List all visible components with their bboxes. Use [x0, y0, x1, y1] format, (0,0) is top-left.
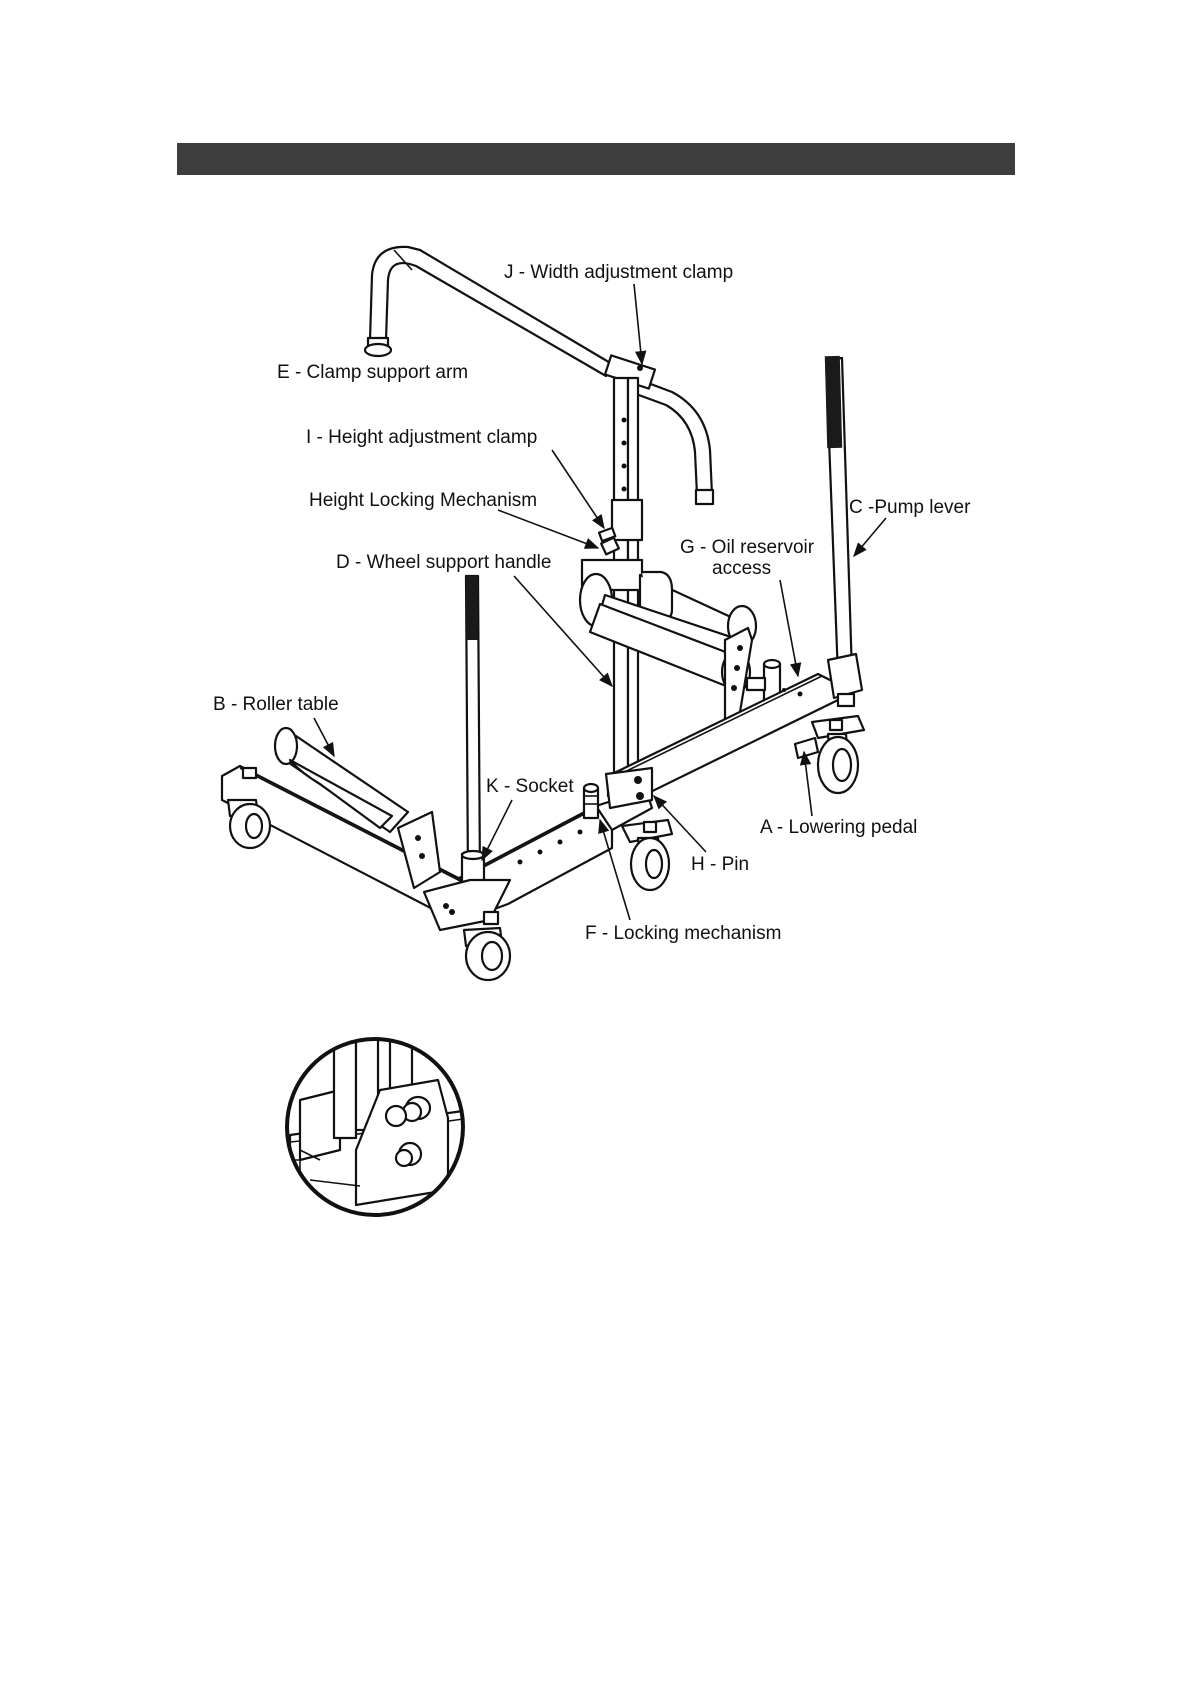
label-lowering-pedal: A - Lowering pedal [760, 817, 917, 838]
label-wheel-support-handle: D - Wheel support handle [336, 552, 551, 573]
wheel-support-handle [462, 576, 484, 884]
clamp-support-arm-right [636, 380, 713, 504]
label-width-adjustment-clamp: J - Width adjustment clamp [504, 262, 733, 283]
front-corner-plate [424, 880, 510, 930]
label-height-adjustment-clamp: I - Height adjustment clamp [306, 427, 537, 448]
socket-post [584, 784, 598, 818]
pump-lever [825, 356, 862, 706]
pin-detail-inset [287, 1030, 470, 1225]
mast-base-bracket [606, 768, 652, 808]
label-socket: K - Socket [486, 776, 574, 797]
label-locking-mechanism: F - Locking mechanism [585, 923, 781, 944]
caster-center [622, 820, 672, 890]
caster-front-left [464, 928, 510, 980]
label-height-locking-mechanism: Height Locking Mechanism [309, 490, 537, 511]
label-oil-reservoir-line2: access [712, 558, 771, 579]
label-pin: H - Pin [691, 854, 749, 875]
label-clamp-support-arm: E - Clamp support arm [277, 362, 468, 383]
rear-roller-assembly [580, 560, 756, 720]
label-roller-table: B - Roller table [213, 694, 339, 715]
label-oil-reservoir-line1: G - Oil reservoir [680, 537, 815, 558]
dolly-illustration [222, 247, 864, 980]
caster-right-rear [795, 716, 864, 793]
label-pump-lever: C -Pump lever [849, 497, 971, 518]
